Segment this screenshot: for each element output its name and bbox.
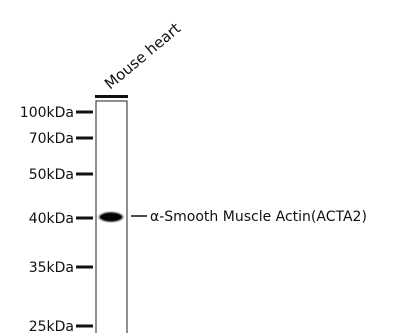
protein-band-core [100, 213, 122, 221]
marker-label-25kda: 25kDa [29, 319, 74, 333]
lane-label: Mouse heart [101, 19, 184, 93]
marker-label-100kda: 100kDa [20, 105, 74, 121]
target-label: α-Smooth Muscle Actin(ACTA2) [150, 209, 367, 225]
marker-label-50kda: 50kDa [29, 167, 74, 183]
marker-label-40kda: 40kDa [29, 211, 74, 227]
lane-top-bar [95, 95, 128, 98]
marker-label-35kda: 35kDa [29, 260, 74, 276]
marker-label-70kda: 70kDa [29, 131, 74, 147]
marker-group: 100kDa 70kDa 50kDa 40kDa 35kDa 25kDa [20, 105, 93, 333]
